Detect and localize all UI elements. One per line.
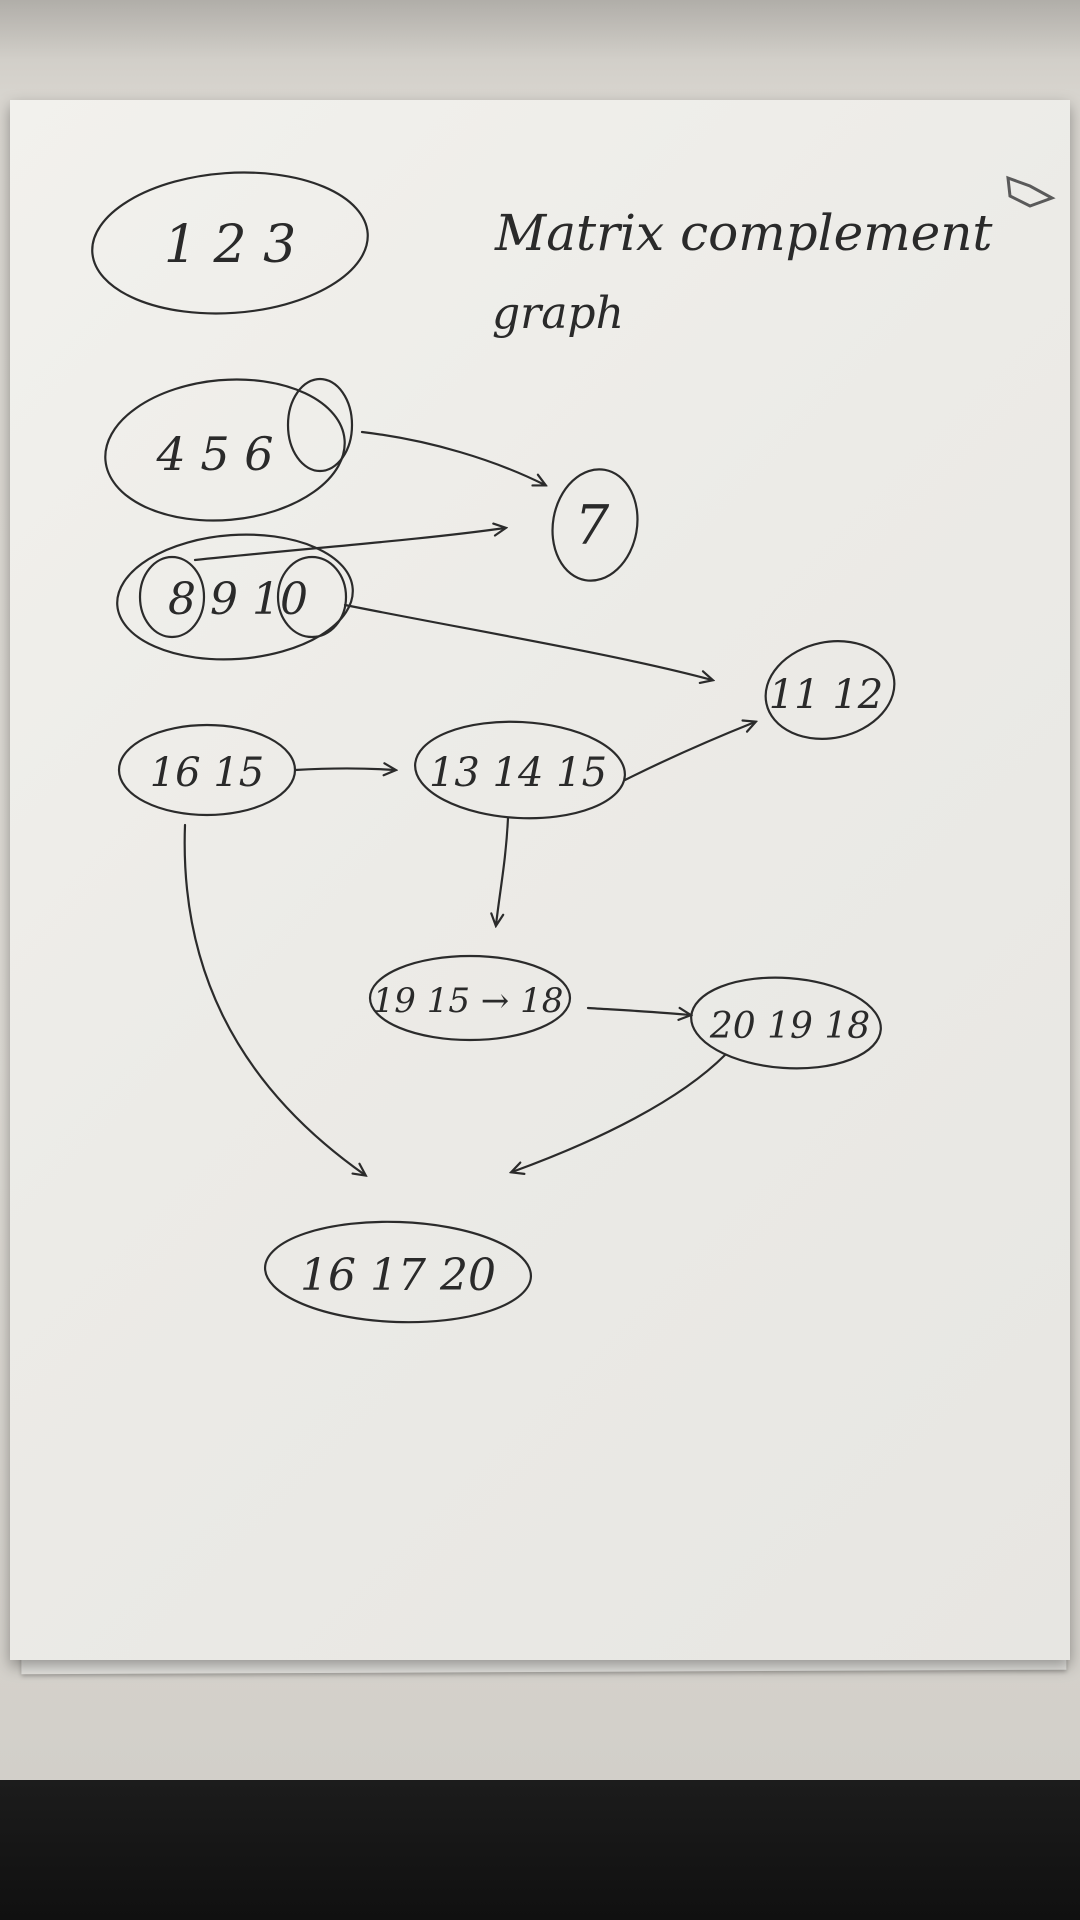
- node-n123: 1 2 3: [91, 171, 369, 315]
- node-n1112: 11 12: [764, 640, 896, 740]
- node-label: 16 17 20: [300, 1250, 496, 1301]
- node-label: 16 15: [150, 750, 265, 796]
- edge-group: [183, 430, 755, 1175]
- edge-n1615-n131415: [293, 769, 395, 771]
- node-n131415: 13 14 15: [414, 720, 626, 820]
- node-label: 1 2 3: [164, 215, 296, 275]
- node-label: 20 19 18: [709, 1006, 870, 1047]
- edge-n456-n7: [360, 430, 545, 485]
- top-shadow: [0, 0, 1080, 60]
- edge-n1615-n161720: [183, 823, 365, 1175]
- node-label: 7: [575, 494, 610, 557]
- edge-n201918-n161720: [512, 1053, 727, 1172]
- node-n7: 7: [551, 468, 639, 582]
- edge-n8910-n7: [193, 528, 505, 562]
- edge-n8910-n1112: [343, 603, 712, 680]
- node-label: 8 9 10: [168, 574, 308, 625]
- node-n161720: 16 17 20: [263, 1220, 533, 1324]
- node-label: 11 12: [769, 672, 884, 718]
- node-n1615: 16 15: [117, 723, 297, 817]
- node-label: 19 15 → 18: [373, 981, 564, 1021]
- diagram-title-line2: graph: [492, 288, 624, 339]
- floor-background: [0, 1780, 1080, 1920]
- node-n1915-18: 19 15 → 18: [368, 954, 572, 1042]
- paper-clip-icon: [1006, 175, 1056, 208]
- node-n201918: 20 19 18: [690, 976, 882, 1070]
- edge-n131415-n1112: [623, 722, 755, 782]
- diagram-title-line1: Matrix complement: [494, 204, 993, 262]
- node-label: 4 5 6: [155, 427, 273, 481]
- node-n456: 4 5 6: [104, 377, 354, 522]
- edge-n1915-n201918: [586, 1008, 690, 1015]
- node-n8910: 8 9 10: [116, 533, 354, 661]
- edge-n131415-n1915: [496, 816, 510, 925]
- node-label: 13 14 15: [429, 750, 607, 796]
